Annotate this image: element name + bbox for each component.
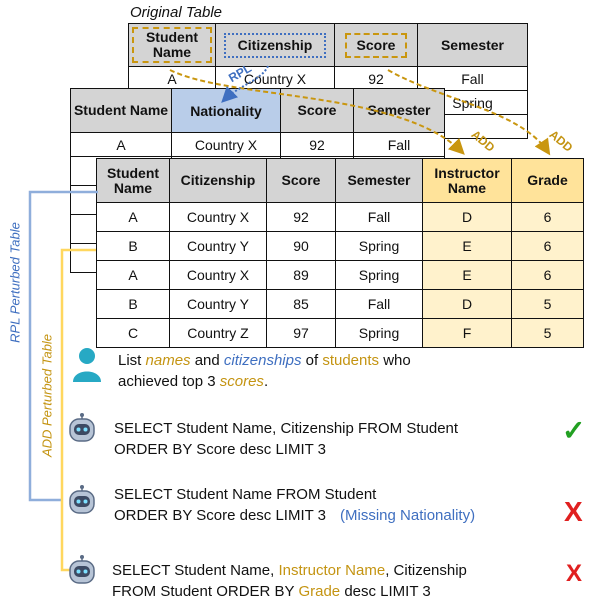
cell: F: [422, 318, 512, 348]
robot-icon: [69, 485, 95, 514]
answer-1-line2: ORDER BY Score desc LIMIT 3: [114, 441, 327, 458]
cell: Fall: [353, 132, 445, 157]
q-citizenships: citizenships: [223, 352, 302, 369]
header-score: Score: [345, 32, 407, 58]
answer-3-line1: SELECT Student Name, Instructor Name, Ci…: [112, 560, 562, 581]
answer-2-line2: ORDER BY Score desc LIMIT 3: [114, 507, 327, 524]
header-semester: Semester: [417, 23, 528, 67]
cell: B: [96, 289, 170, 319]
header-citizenship: Citizenship: [224, 32, 326, 58]
add-header-semester: Semester: [335, 158, 423, 203]
cell: 6: [511, 231, 584, 261]
wrong-x-icon: X: [564, 496, 583, 527]
cell: Country Y: [169, 289, 267, 319]
q-text: achieved top 3: [118, 373, 220, 390]
cell: Spring: [335, 260, 423, 290]
answer-3: SELECT Student Name, Instructor Name, Ci…: [112, 560, 562, 602]
cell: Country X: [171, 132, 281, 157]
add-arrow-1: [169, 69, 465, 155]
cell: 6: [511, 260, 584, 290]
answer-2-line1: SELECT Student Name FROM Student: [114, 486, 377, 503]
missing-note: (Missing Nationality): [340, 507, 476, 524]
cell: 5: [511, 318, 584, 348]
add-bracket: [60, 248, 96, 572]
q-names: names: [145, 352, 191, 369]
answer-3-line2: FROM Student ORDER BY Grade desc LIMIT 3: [112, 581, 562, 602]
a3-grade: Grade: [298, 583, 341, 600]
rpl-header-score: Score: [280, 88, 354, 133]
q-text: who: [379, 352, 411, 369]
q-text: .: [263, 373, 269, 390]
answer-2-line2-wrap: ORDER BY Score desc LIMIT 3 (Missing Nati…: [114, 505, 564, 526]
answer-1-line1: SELECT Student Name, Citizenship FROM St…: [114, 420, 459, 437]
q-students: students: [322, 352, 380, 369]
rpl-header-student-name: Student Name: [70, 88, 172, 133]
add-header-grade: Grade: [511, 158, 584, 203]
cell: Country Z: [169, 318, 267, 348]
rpl-arrow: [221, 65, 269, 103]
add-perturbed-label: ADD Perturbed Table: [39, 333, 55, 458]
a3-text: desc LIMIT 3: [340, 583, 431, 600]
add-arrow-2: [387, 69, 551, 156]
q-scores: scores: [219, 373, 264, 390]
rpl-bracket: [28, 190, 98, 502]
q-text: and: [190, 352, 224, 369]
q-text: of: [301, 352, 323, 369]
cell: Country X: [169, 260, 267, 290]
cell: C: [96, 318, 170, 348]
cell: Spring: [335, 318, 423, 348]
header-cell: Citizenship: [215, 23, 335, 67]
add-table: Student Name Citizenship Score Semester …: [96, 158, 584, 348]
cell: 6: [511, 202, 584, 232]
header-cell: Student Name: [128, 23, 216, 67]
correct-check-icon: ✓: [562, 415, 586, 446]
a3-text: FROM Student ORDER BY: [112, 583, 299, 600]
a3-text: SELECT Student Name,: [112, 562, 279, 579]
cell: Country X: [215, 66, 335, 91]
cell: D: [422, 202, 512, 232]
add-header-score: Score: [266, 158, 336, 203]
cell: Fall: [335, 202, 423, 232]
cell: Country X: [169, 202, 267, 232]
a3-text: , Citizenship: [385, 562, 467, 579]
cell: 97: [266, 318, 336, 348]
cell: 92: [280, 132, 354, 157]
robot-icon: [69, 555, 95, 584]
wrong-x-icon: X: [566, 560, 583, 587]
answer-1: SELECT Student Name, Citizenship FROM St…: [114, 418, 554, 460]
rpl-header-semester: Semester: [353, 88, 445, 133]
cell: Spring: [335, 231, 423, 261]
cell: 92: [266, 202, 336, 232]
cell: Country Y: [169, 231, 267, 261]
add-header-student-name: Student Name: [96, 158, 170, 203]
cell: 85: [266, 289, 336, 319]
header-student-name: Student Name: [132, 27, 212, 63]
cell: Fall: [335, 289, 423, 319]
question-text: List names and citizenships of students …: [118, 350, 518, 392]
answer-2: SELECT Student Name FROM Student ORDER B…: [114, 484, 564, 526]
robot-icon: [69, 413, 95, 442]
user-icon: [73, 348, 101, 382]
a3-instructor: Instructor Name: [278, 562, 386, 579]
original-table-title: Original Table: [130, 4, 222, 21]
rpl-perturbed-label: RPL Perturbed Table: [7, 222, 23, 343]
q-text: List: [118, 352, 146, 369]
